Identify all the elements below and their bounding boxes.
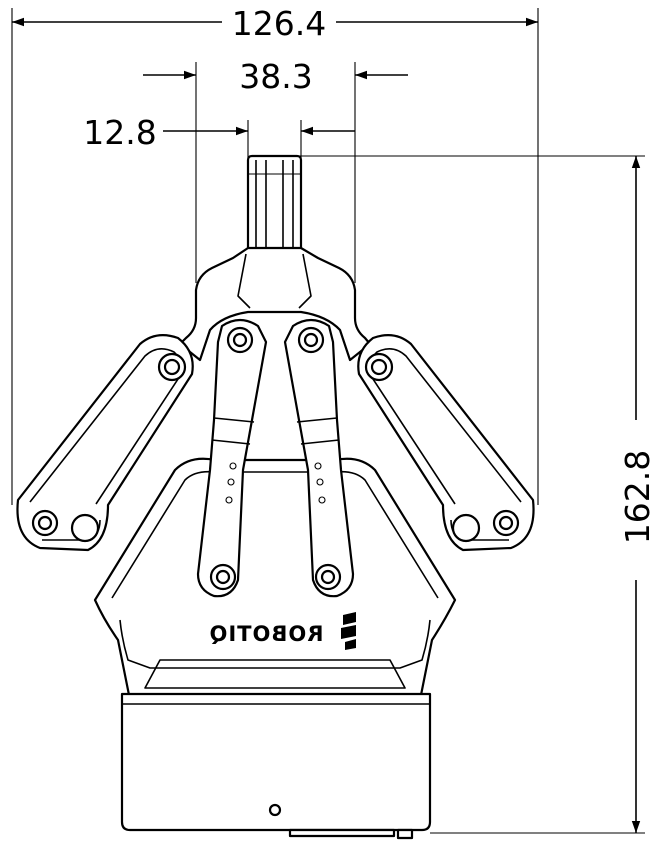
dimension-overall-height: 162.8 <box>300 155 651 834</box>
left-outer-finger <box>16 333 194 552</box>
coupling-width-label: 12.8 <box>83 113 156 152</box>
base-screw-icon <box>268 803 282 817</box>
overall-height-label: 162.8 <box>618 450 651 544</box>
gripper-base <box>120 692 432 840</box>
left-inner-link <box>196 318 268 598</box>
dimension-overall-width: 126.4 <box>11 4 539 505</box>
dimension-finger-spacing: 38.3 <box>143 57 408 283</box>
overall-width-label: 126.4 <box>232 4 326 43</box>
logo-mark-icon <box>341 612 356 650</box>
dimension-coupling-width: 12.8 <box>83 113 355 158</box>
logo-text: ROBOTIQ <box>209 622 324 646</box>
gripper-body: ROBOTIQ <box>16 154 535 840</box>
upper-housing <box>178 246 372 362</box>
right-outer-finger <box>357 333 535 552</box>
right-inner-link <box>283 318 355 598</box>
robotiq-logo: ROBOTIQ <box>209 612 356 650</box>
palm-housing <box>93 457 457 702</box>
finger-spacing-label: 38.3 <box>239 57 312 96</box>
